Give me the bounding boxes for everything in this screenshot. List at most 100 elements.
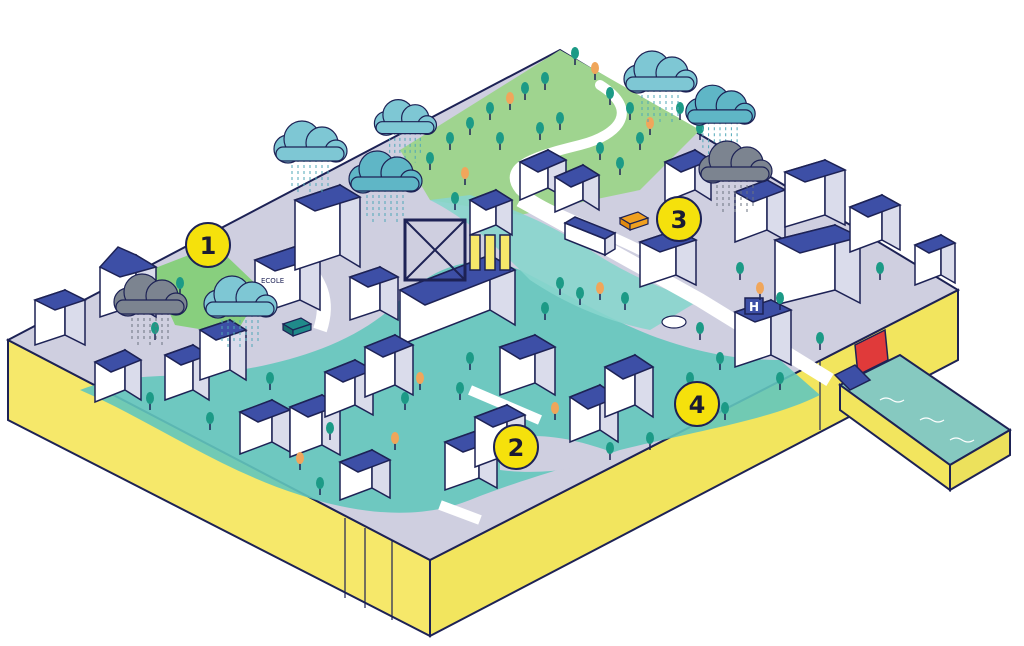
marker-label: 4 xyxy=(689,391,706,419)
tree xyxy=(696,322,704,340)
markers: 1 2 3 4 xyxy=(185,196,720,470)
stairs xyxy=(833,364,872,391)
tree xyxy=(591,62,599,80)
tree xyxy=(576,287,584,305)
basin-wall-right xyxy=(949,428,1011,492)
tree xyxy=(401,392,409,410)
school-sign: ECOLE xyxy=(261,277,284,285)
tree xyxy=(446,132,454,150)
tree xyxy=(146,392,154,410)
rain-cloud xyxy=(273,120,348,195)
tree xyxy=(461,167,469,185)
tree xyxy=(876,262,884,280)
building xyxy=(348,265,400,322)
retention-basin xyxy=(833,328,1012,492)
tree xyxy=(391,432,399,450)
tree xyxy=(296,452,304,470)
tree xyxy=(571,47,579,65)
hospital-sign: H xyxy=(749,300,759,314)
tree xyxy=(756,282,764,300)
building xyxy=(198,318,248,382)
scaffold xyxy=(403,218,467,282)
marker-1[interactable]: 1 xyxy=(185,222,231,268)
rain-cloud xyxy=(623,50,698,125)
tree xyxy=(596,142,604,160)
vehicles xyxy=(281,211,687,338)
tree xyxy=(816,332,824,350)
chimney xyxy=(499,234,511,271)
bus xyxy=(563,216,617,257)
tree xyxy=(426,152,434,170)
tree xyxy=(776,292,784,310)
tree xyxy=(776,372,784,390)
tree xyxy=(451,192,459,210)
chimney xyxy=(484,234,496,271)
marker-circle xyxy=(656,196,702,242)
building xyxy=(498,333,557,397)
tree xyxy=(521,82,529,100)
marker-circle xyxy=(185,222,231,268)
car xyxy=(618,211,650,232)
building xyxy=(603,353,655,419)
tree xyxy=(676,102,684,120)
building xyxy=(33,288,87,347)
rain-cloud xyxy=(373,98,438,163)
building xyxy=(553,163,601,214)
tree xyxy=(496,132,504,150)
tree xyxy=(556,277,564,295)
tree xyxy=(506,92,514,110)
tree xyxy=(326,422,334,440)
building xyxy=(338,448,392,502)
marker-label: 1 xyxy=(200,232,217,260)
town-hall xyxy=(772,223,863,306)
tree xyxy=(541,302,549,320)
tree xyxy=(721,402,729,420)
flood-zone-channel xyxy=(430,195,700,330)
building xyxy=(782,158,848,229)
tree xyxy=(621,292,629,310)
tree xyxy=(206,412,214,430)
apartment-building xyxy=(293,183,362,272)
rain-cloud xyxy=(203,275,278,350)
storm-cloud xyxy=(113,273,188,348)
tree xyxy=(551,402,559,420)
rain-cloud xyxy=(685,84,756,156)
tree xyxy=(466,352,474,370)
tree xyxy=(616,157,624,175)
tree xyxy=(456,382,464,400)
marker-3[interactable]: 3 xyxy=(656,196,702,242)
tree xyxy=(596,282,604,300)
marker-label: 2 xyxy=(508,434,525,462)
building xyxy=(93,348,143,404)
floodgate xyxy=(854,328,889,377)
building xyxy=(913,233,957,287)
marker-4[interactable]: 4 xyxy=(674,381,720,427)
tree xyxy=(536,122,544,140)
marker-label: 3 xyxy=(671,206,688,234)
tree xyxy=(646,432,654,450)
marker-circle xyxy=(674,381,720,427)
building xyxy=(363,333,415,399)
road-segment xyxy=(438,500,482,525)
tree xyxy=(736,262,744,280)
building xyxy=(733,178,787,244)
marker-2[interactable]: 2 xyxy=(493,424,539,470)
car xyxy=(281,317,313,338)
hospital: H xyxy=(733,297,793,369)
tree xyxy=(626,102,634,120)
storm-cloud xyxy=(698,140,773,215)
factory xyxy=(403,218,511,282)
tree xyxy=(151,322,159,340)
tree xyxy=(466,117,474,135)
tree xyxy=(541,72,549,90)
tree xyxy=(556,112,564,130)
chimney xyxy=(469,234,481,271)
tree xyxy=(606,87,614,105)
building xyxy=(518,148,568,202)
building xyxy=(848,193,902,254)
building xyxy=(323,358,375,419)
tree xyxy=(606,442,614,460)
tree xyxy=(266,372,274,390)
floating-car xyxy=(661,315,687,329)
